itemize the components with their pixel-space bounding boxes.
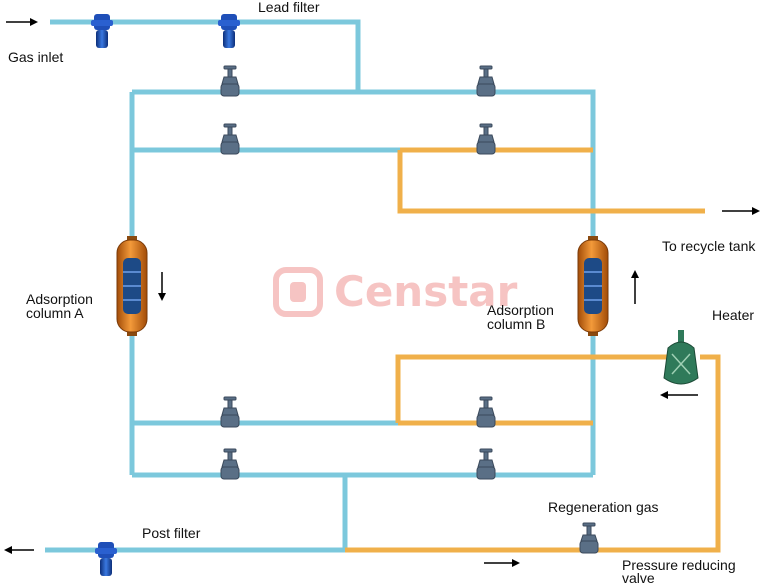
regeneration-pipes	[345, 147, 721, 553]
post-filter-label: Post filter	[142, 525, 201, 541]
valve-icon[interactable]	[220, 396, 240, 428]
valve-icon[interactable]	[476, 448, 496, 480]
pressure-reducing-valve-label-1: Pressure reducing	[622, 557, 736, 573]
adsorption-column-b-label-2: column B	[487, 316, 546, 332]
to-recycle-tank-label: To recycle tank	[662, 238, 756, 254]
regeneration-arrow-icon	[484, 559, 520, 567]
adsorption-column-b-label-1: Adsorption	[487, 302, 554, 318]
valve-icon[interactable]	[476, 65, 496, 97]
inlet-pipe	[50, 19, 361, 92]
gas-pipes	[45, 19, 596, 553]
censtar-watermark: Censtar	[272, 264, 517, 322]
heater-return-arrow-icon	[660, 391, 698, 399]
adsorption-column-a-label-1: Adsorption	[26, 291, 93, 307]
adsorption-column-a-icon[interactable]	[116, 236, 148, 336]
lead-filter-icon[interactable]	[218, 14, 240, 48]
heater-loop-pipe	[395, 354, 680, 423]
heater-icon[interactable]	[663, 330, 699, 385]
flow-arrows	[4, 18, 760, 567]
pressure-reducing-valve-icon[interactable]	[579, 522, 599, 554]
recycle-arrow-icon	[722, 207, 760, 215]
inlet-arrow-icon	[6, 18, 38, 26]
valves	[220, 65, 599, 554]
valve-icon[interactable]	[476, 123, 496, 155]
lead-filter-label: Lead filter	[258, 0, 320, 15]
regeneration-pipe	[345, 354, 721, 553]
post-filter-icon[interactable]	[95, 542, 117, 576]
censtar-logo-icon	[273, 267, 323, 317]
top-header-pipe	[132, 89, 596, 150]
gas-inlet-label: Gas inlet	[8, 49, 64, 65]
valve-icon[interactable]	[220, 123, 240, 155]
valve-icon[interactable]	[220, 448, 240, 480]
adsorption-column-b-icon[interactable]	[577, 236, 609, 336]
valve-icon[interactable]	[476, 396, 496, 428]
regeneration-gas-label: Regeneration gas	[548, 499, 659, 515]
adsorption-column-a-label-2: column A	[26, 305, 84, 321]
pressure-reducing-valve-label-2: valve	[622, 570, 655, 586]
valve-icon[interactable]	[220, 65, 240, 97]
watermark-text: Censtar	[334, 267, 518, 316]
heater-label: Heater	[712, 307, 755, 323]
outlet-arrow-icon	[4, 546, 34, 554]
recycle-pipe	[397, 150, 705, 214]
up-arrow-icon	[631, 270, 639, 304]
gas-inlet-filter-icon[interactable]	[91, 14, 113, 48]
down-arrow-icon	[158, 272, 166, 301]
